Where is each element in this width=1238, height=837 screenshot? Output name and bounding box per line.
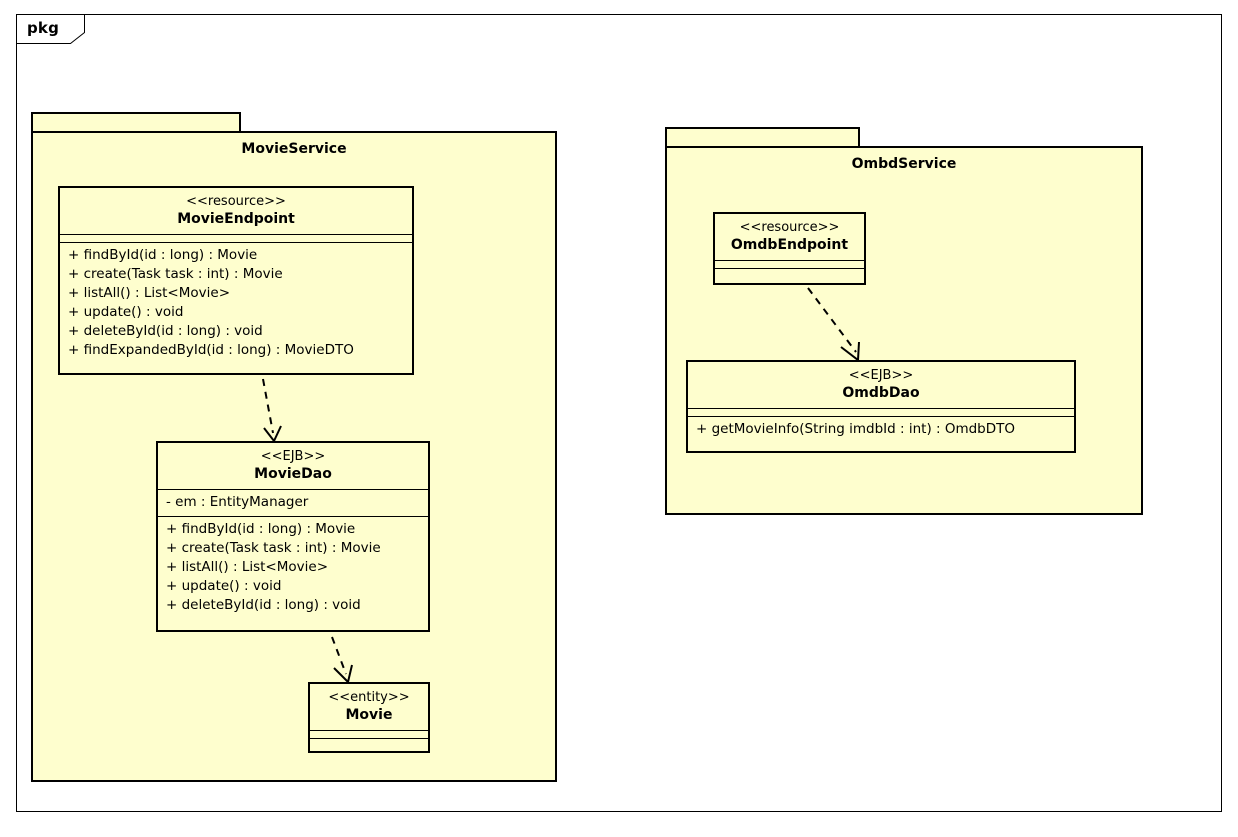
package-ombdservice: OmbdService <<resource>> OmdbEndpoint <<… xyxy=(665,127,1143,515)
package-tab-movieservice xyxy=(31,112,241,133)
class-stereotype: <<entity>> xyxy=(328,690,410,705)
package-tab-ombdservice xyxy=(665,127,860,148)
class-methods-compartment: + getMovieInfo(String imdbId : int) : Om… xyxy=(688,417,1074,443)
class-stereotype: <<resource>> xyxy=(739,220,840,235)
class-methods-compartment xyxy=(715,269,864,276)
class-attributes-compartment xyxy=(715,261,864,269)
class-header-movieendpoint: <<resource>> MovieEndpoint xyxy=(60,188,412,235)
class-moviedao[interactable]: <<EJB>> MovieDao - em : EntityManager + … xyxy=(156,441,430,632)
class-name: MovieEndpoint xyxy=(177,211,295,227)
class-name: OmdbEndpoint xyxy=(730,237,849,253)
class-name: OmdbDao xyxy=(842,385,920,401)
package-movieservice: MovieService <<resource>> MovieEndpoint … xyxy=(31,112,557,782)
class-method: + create(Task task : int) : Movie xyxy=(68,266,283,282)
frame-label-text: pkg xyxy=(26,19,60,37)
class-attributes-compartment xyxy=(688,409,1074,417)
class-attributes-compartment: - em : EntityManager xyxy=(158,490,428,517)
class-method: + getMovieInfo(String imdbId : int) : Om… xyxy=(696,421,1016,437)
class-header-movie: <<entity>> Movie xyxy=(310,684,428,731)
class-method: + create(Task task : int) : Movie xyxy=(166,540,381,556)
class-method: + findExpandedById(id : long) : MovieDTO xyxy=(68,342,354,358)
class-omdbendpoint[interactable]: <<resource>> OmdbEndpoint xyxy=(713,212,866,285)
class-movieendpoint[interactable]: <<resource>> MovieEndpoint + findById(id… xyxy=(58,186,414,375)
class-methods-compartment: + findById(id : long) : Movie + create(T… xyxy=(158,517,428,619)
package-body-ombdservice: OmbdService xyxy=(665,146,1143,515)
class-method: + update() : void xyxy=(68,304,184,320)
class-attribute: - em : EntityManager xyxy=(166,494,309,510)
class-header-omdbendpoint: <<resource>> OmdbEndpoint xyxy=(715,214,864,261)
class-method: + deleteById(id : long) : void xyxy=(166,597,361,613)
class-movie[interactable]: <<entity>> Movie xyxy=(308,682,430,753)
class-methods-compartment xyxy=(310,739,428,746)
class-name: Movie xyxy=(345,707,393,723)
class-name: MovieDao xyxy=(254,466,332,482)
class-header-omdbdao: <<EJB>> OmdbDao xyxy=(688,362,1074,409)
class-methods-compartment: + findById(id : long) : Movie + create(T… xyxy=(60,243,412,364)
diagram-frame xyxy=(16,14,1222,812)
class-method: + findById(id : long) : Movie xyxy=(68,247,258,263)
class-method: + listAll() : List<Movie> xyxy=(68,285,231,301)
class-header-moviedao: <<EJB>> MovieDao xyxy=(158,443,428,490)
class-method: + findById(id : long) : Movie xyxy=(166,521,356,537)
package-title-ombdservice: OmbdService xyxy=(851,156,957,172)
class-method: + deleteById(id : long) : void xyxy=(68,323,263,339)
class-attributes-compartment xyxy=(60,235,412,243)
package-title-movieservice: MovieService xyxy=(241,141,347,157)
class-method: + update() : void xyxy=(166,578,282,594)
class-stereotype: <<EJB>> xyxy=(260,449,326,464)
class-omdbdao[interactable]: <<EJB>> OmdbDao + getMovieInfo(String im… xyxy=(686,360,1076,453)
class-attributes-compartment xyxy=(310,731,428,739)
frame-label-tab: pkg xyxy=(16,14,85,44)
class-stereotype: <<EJB>> xyxy=(848,368,914,383)
class-stereotype: <<resource>> xyxy=(186,194,286,209)
class-method: + listAll() : List<Movie> xyxy=(166,559,329,575)
